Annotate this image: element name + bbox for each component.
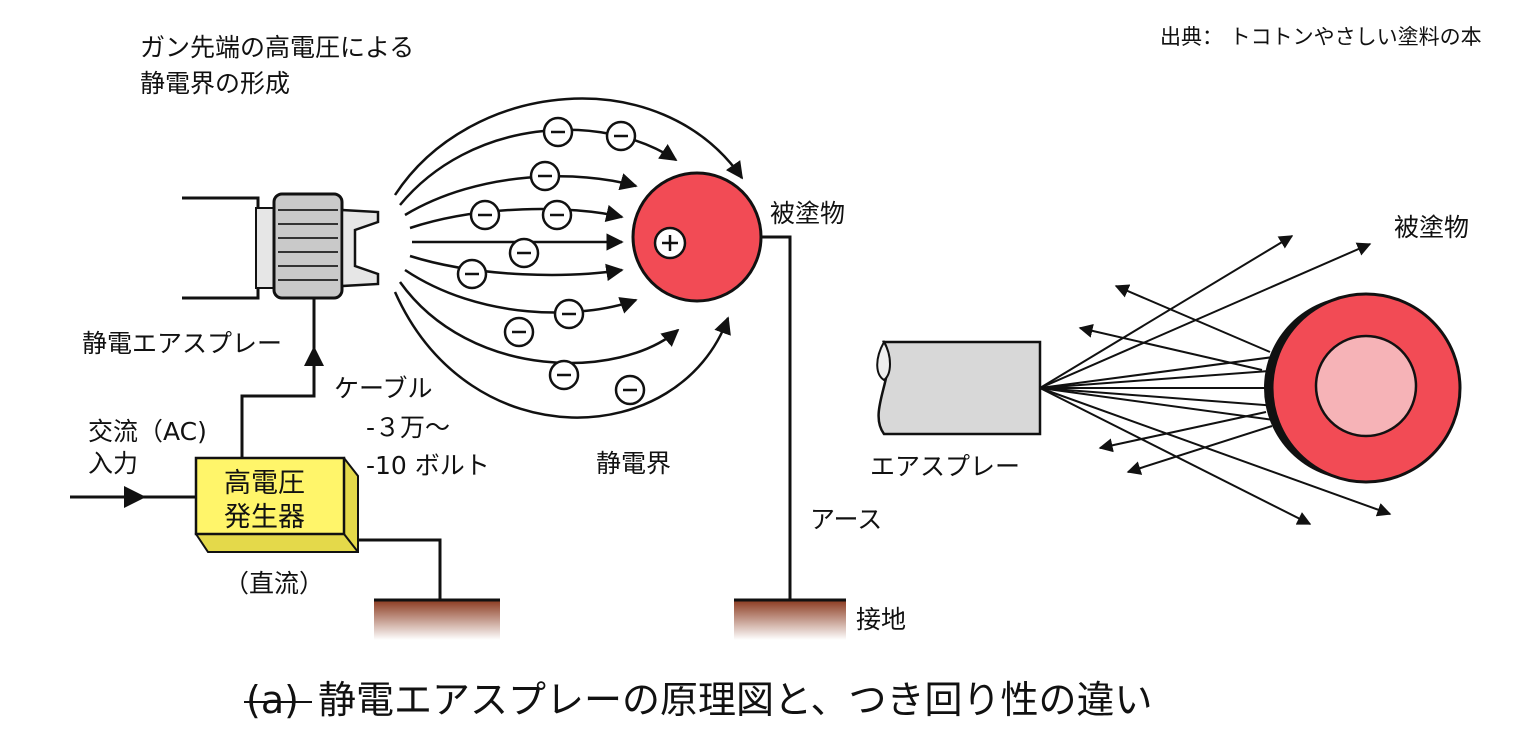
workpiece-right: [1264, 292, 1462, 484]
earth-label: アース: [810, 505, 882, 534]
workpiece-left: [631, 171, 763, 303]
ac-input-label-line1: 交流（AC): [88, 417, 207, 446]
caption-text: 静電エアスプレーの原理図と、つき回り性の違い: [318, 678, 1152, 722]
negative-charge: [553, 298, 585, 330]
high-voltage-generator: [194, 456, 359, 553]
negative-charge: [614, 374, 646, 406]
generator-label-line2: 発生器: [224, 502, 305, 533]
voltage-label-line2: -10 ボルト: [366, 451, 490, 480]
ac-input-arrow: [124, 486, 146, 508]
negative-charge: [503, 316, 535, 348]
negative-charge: [541, 199, 573, 231]
source-credit: 出典： トコトンやさしい塗料の本: [1160, 25, 1482, 49]
field-formation-label-line2: 静電界の形成: [140, 69, 290, 98]
negative-charge: [456, 258, 488, 290]
ground-label: 接地: [856, 605, 906, 634]
negative-charge: [508, 237, 540, 269]
ground-plate-left: [374, 600, 500, 640]
generator-label-line1: 高電圧: [224, 468, 305, 499]
workpiece-left-label: 被塗物: [770, 199, 845, 228]
generator-ground-wire: [358, 538, 442, 600]
negative-charge: [542, 116, 574, 148]
negative-charge: [469, 199, 501, 231]
electrostatic-spray-label: 静電エアスプレー: [82, 329, 282, 358]
cable: [240, 298, 316, 458]
caption-prefix: (a): [246, 678, 299, 722]
figure-caption: (a) 静電エアスプレーの原理図と、つき回り性の違い: [244, 678, 1152, 722]
ground-plate-right: [734, 600, 846, 640]
rebound-arrows: [1078, 284, 1273, 475]
electrostatic-field-label: 静電界: [596, 449, 671, 478]
air-spray-gun: [876, 339, 1042, 436]
negative-charges: [456, 116, 646, 406]
workpiece-right-label: 被塗物: [1394, 213, 1469, 242]
air-spray-label: エアスプレー: [870, 452, 1020, 481]
cable-direction-arrow: [304, 346, 324, 366]
earth-wire: [761, 235, 792, 600]
negative-charge: [548, 359, 580, 391]
negative-charge: [605, 120, 637, 152]
dc-label: （直流）: [224, 569, 324, 598]
cable-label: ケーブル: [334, 374, 433, 403]
voltage-label-line1: -３万～: [366, 413, 450, 442]
electrostatic-spray-gun: [182, 192, 380, 300]
ac-input-label-line2: 入力: [88, 449, 138, 478]
negative-charge: [529, 160, 561, 192]
field-formation-label-line1: ガン先端の高電圧による: [140, 33, 414, 62]
